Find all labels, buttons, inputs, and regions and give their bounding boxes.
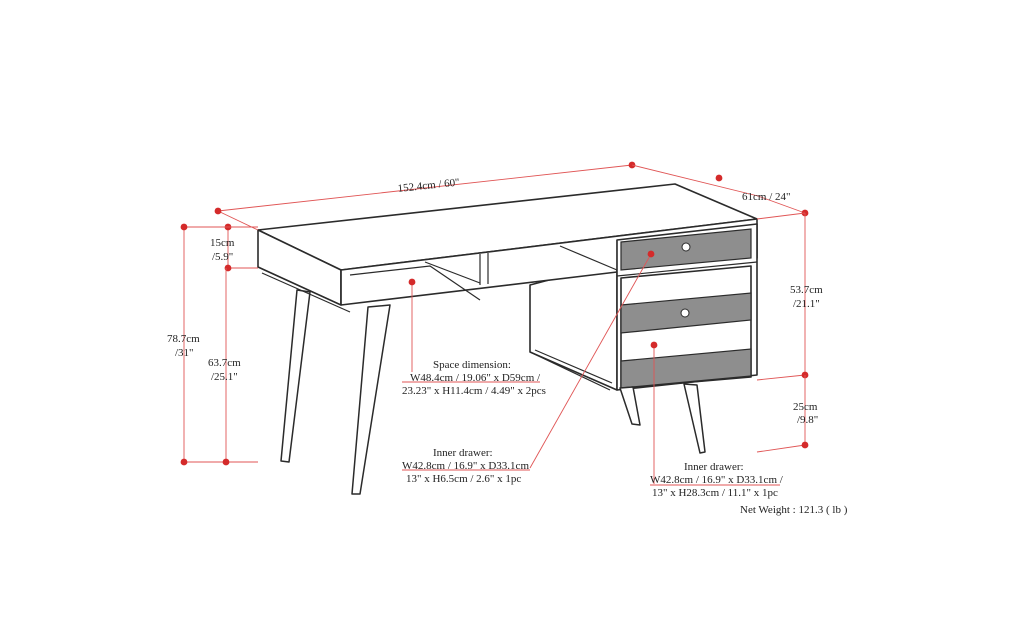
- drawer-knob-icon: [681, 242, 691, 252]
- space-dimension-title: Space dimension:: [433, 359, 511, 371]
- back-right-leg: [683, 383, 706, 454]
- depth-label: 61cm / 24": [742, 191, 791, 203]
- top-thickness-label: 15cm: [210, 237, 235, 249]
- cabinet-height-label: 53.7cm: [790, 284, 823, 296]
- large-drawer-line2: 13" x H28.3cm / 11.1" x 1pc: [652, 487, 778, 499]
- small-drawer-line1: W42.8cm / 16.9" x D33.1cm: [402, 460, 529, 472]
- large-drawer-line1: W42.8cm / 16.9" x D33.1cm /: [650, 474, 784, 486]
- total-height-label: 78.7cm: [167, 333, 200, 345]
- width-label: 152.4cm / 60": [397, 177, 460, 195]
- space-dimension-line2: 23.23" x H11.4cm / 4.49" x 2pcs: [402, 385, 546, 397]
- leg-height-inch-label: /25.1": [211, 371, 238, 383]
- top-thickness-inch-label: /5.9": [212, 251, 233, 263]
- small-drawer-line2: 13" x H6.5cm / 2.6" x 1pc: [406, 473, 521, 485]
- cabinet-leg-inch-label: /9.8": [797, 414, 818, 426]
- drawer-knob-icon: [680, 308, 690, 318]
- large-drawer-title: Inner drawer:: [684, 461, 744, 473]
- leg-height-label: 63.7cm: [208, 357, 241, 369]
- cabinet-leg-label: 25cm: [793, 401, 818, 413]
- back-left-leg: [280, 289, 311, 463]
- net-weight-label: Net Weight : 121.3 ( lb ): [740, 504, 848, 516]
- front-left-leg: [351, 304, 391, 495]
- cabinet-height-inch-label: /21.1": [793, 298, 820, 310]
- small-drawer-title: Inner drawer:: [433, 447, 493, 459]
- desk-illustration: [257, 183, 758, 495]
- front-right-leg: [619, 386, 641, 426]
- dimension-lines: [180, 161, 809, 486]
- space-dimension-line1: W48.4cm / 19.06" x D59cm /: [410, 372, 541, 384]
- total-height-inch-label: /31": [175, 347, 194, 359]
